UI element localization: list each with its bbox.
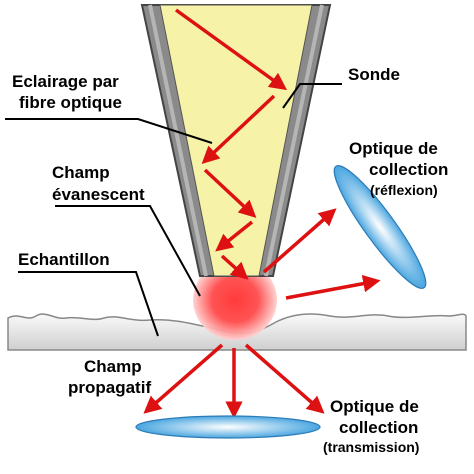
reflection-optics-label-line1: Optique de [349, 139, 438, 158]
propagating-label-line1: Champ [84, 357, 142, 376]
leader-lines [5, 83, 342, 337]
illumination-label-line1: Eclairage par [12, 72, 119, 91]
transmission-optics-label-line3: (transmission) [323, 439, 419, 455]
reflection-optics-label-line2: collection [369, 160, 448, 179]
reflection-optics-label-line3: (réflexion) [370, 182, 438, 198]
fiber-core [159, 4, 313, 277]
leader-evanescent [55, 205, 201, 297]
leader-probe [282, 83, 342, 109]
evanescent-label-line1: Champ [52, 163, 110, 182]
transmission-arrows [143, 343, 325, 419]
probe-label: Sonde [348, 65, 400, 84]
evanescent-field [193, 260, 277, 340]
propagating-label-line2: propagatif [68, 378, 151, 397]
reflection-lens [333, 165, 427, 289]
leader-sample [18, 271, 159, 337]
probe-edge-right [264, 4, 324, 277]
probe-edge-left [148, 4, 208, 277]
evanescent-label-line2: évanescent [52, 185, 145, 204]
sample-label: Echantillon [18, 250, 110, 269]
illumination-label-line2: fibre optique [19, 93, 122, 112]
reflection-arrows [262, 208, 381, 300]
transmission-lens [135, 415, 321, 439]
transmission-optics-label-line1: Optique de [330, 397, 419, 416]
light-arrows-in-fiber [174, 8, 288, 280]
leader-illumination [5, 118, 213, 144]
transmission-optics-label-line2: collection [339, 418, 418, 437]
